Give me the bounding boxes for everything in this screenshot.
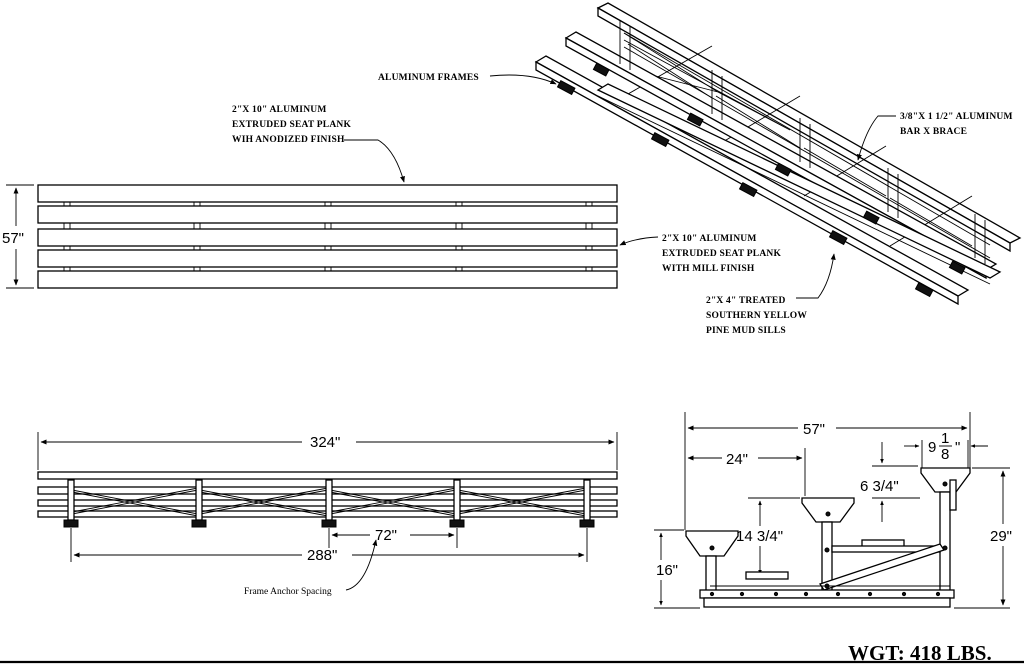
depth-dimension: 57": [2, 184, 34, 289]
low-seat-height-dimension: 16": [654, 529, 700, 609]
side-depth-dimension: 57": [684, 412, 971, 530]
mill-plank-label-2: EXTRUDED SEAT PLANK: [662, 249, 781, 259]
front-elevation: 324": [37, 432, 618, 597]
brace-callout: 3/8"X 1 1/2" ALUMINUM BAR X BRACE: [857, 112, 1013, 161]
frame-anchor-callout: Frame Anchor Spacing: [244, 539, 378, 597]
aluminum-frames-callout: ALUMINUM FRAMES: [378, 73, 557, 85]
iso-plank-bottom: [534, 55, 970, 306]
mud-sill-callout: 2"X 4" TREATED SOUTHERN YELLOW PINE MUD …: [706, 253, 836, 336]
side-frame: [685, 467, 971, 608]
isometric-view: ALUMINUM FRAMES 3/8"X 1 1/2" ALUMINUM BA…: [378, 2, 1022, 336]
mill-plank-callout: 2"X 10" ALUMINUM EXTRUDED SEAT PLANK WIT…: [619, 234, 781, 274]
seat-planks-plan: [37, 184, 618, 289]
anodized-plank-label-3: WIH ANODIZED FINISH: [232, 135, 345, 145]
side-elevation: 57" 24" 9 1 8 " 6 3/4": [654, 412, 1012, 609]
mid-seat-height-label: 14 3/4": [736, 528, 783, 545]
brace-label-1: 3/8"X 1 1/2" ALUMINUM: [900, 112, 1013, 122]
front-frame-posts: [63, 479, 595, 528]
seat-width-whole: 9: [928, 439, 936, 456]
mid-seat-height-dimension: 14 3/4": [736, 497, 800, 575]
row-depth-label: 24": [726, 451, 748, 468]
brace-label-2: BAR X BRACE: [900, 127, 967, 137]
frame-anchor-label: Frame Anchor Spacing: [244, 587, 332, 597]
anchor-spacing-label: 72": [375, 527, 397, 544]
iso-plank-top: [596, 2, 1022, 253]
seat-width-unit: ": [955, 439, 960, 456]
low-seat-height-label: 16": [656, 562, 678, 579]
total-height-dimension: 29": [954, 467, 1012, 609]
length-dimension: 324": [37, 432, 618, 470]
seat-width-denominator: 8: [941, 446, 949, 463]
row-depth-dimension: 24": [687, 448, 806, 496]
top-view: 57" 2"X 10" ALUMINUM EXTRUDED SEAT PLANK…: [2, 105, 781, 289]
mud-sill-label-1: 2"X 4" TREATED: [706, 296, 786, 306]
rise-dimension: 6 3/4": [860, 442, 920, 522]
rise-label: 6 3/4": [860, 478, 899, 495]
anchor-span-dimension: 288": [70, 528, 588, 564]
anodized-plank-label-1: 2"X 10" ALUMINUM: [232, 105, 327, 115]
mill-plank-label-3: WITH MILL FINISH: [662, 264, 755, 274]
front-x-braces: [71, 487, 587, 517]
anchor-spacing-dimension: 72": [328, 527, 458, 548]
total-height-label: 29": [990, 528, 1012, 545]
seat-width-dimension: 9 1 8 ": [904, 430, 988, 468]
length-dimension-label: 324": [310, 434, 340, 451]
mud-sill-label-2: SOUTHERN YELLOW: [706, 311, 807, 321]
mill-plank-label-1: 2"X 10" ALUMINUM: [662, 234, 757, 244]
iso-frames: [556, 20, 986, 298]
side-depth-label: 57": [803, 421, 825, 438]
aluminum-frames-label: ALUMINUM FRAMES: [378, 73, 479, 83]
plank-brackets-plan: [63, 202, 593, 271]
iso-x-brace: [623, 32, 991, 259]
mud-sill-label-3: PINE MUD SILLS: [706, 326, 786, 336]
depth-dimension-label: 57": [2, 230, 24, 247]
weight-label: WGT: 418 LBS.: [848, 641, 992, 665]
iso-foot-plank: [596, 83, 1002, 285]
seat-width-numerator: 1: [941, 430, 949, 447]
anodized-plank-callout: 2"X 10" ALUMINUM EXTRUDED SEAT PLANK WIH…: [232, 105, 405, 183]
anodized-plank-label-2: EXTRUDED SEAT PLANK: [232, 120, 351, 130]
anchor-span-label: 288": [307, 547, 337, 564]
